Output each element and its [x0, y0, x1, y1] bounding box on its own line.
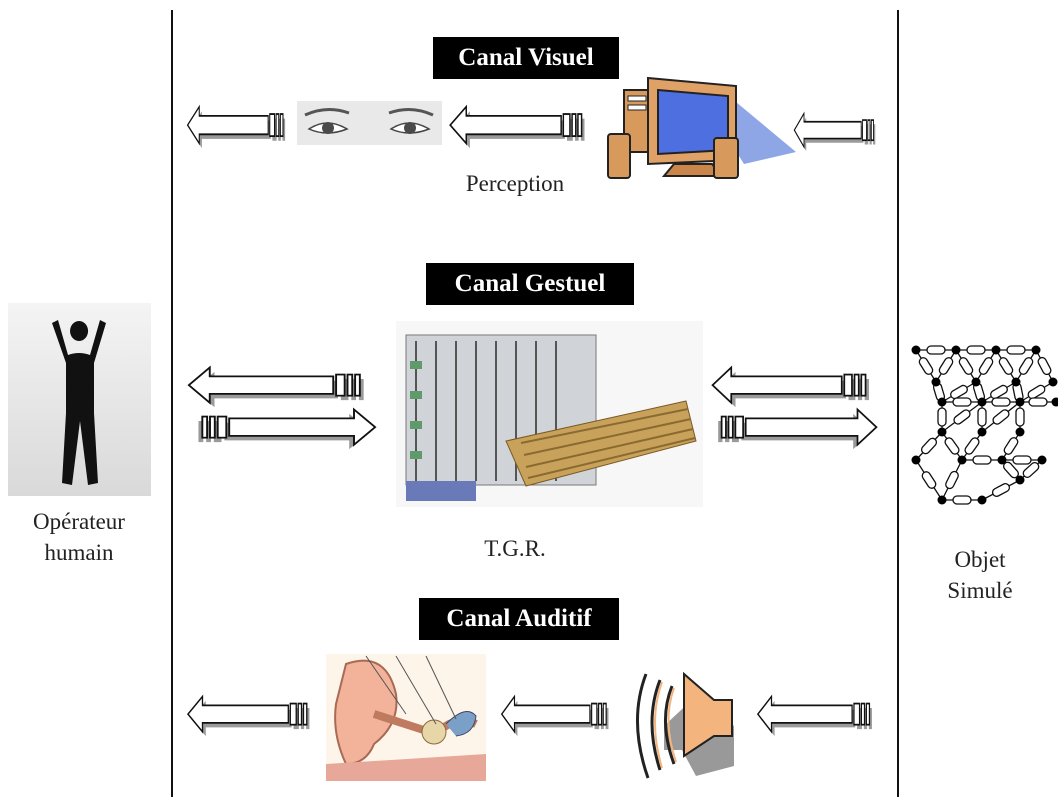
- spring-element: [926, 345, 946, 355]
- spring-element: [1015, 407, 1025, 427]
- spring-element: [1027, 384, 1046, 400]
- arrow-left-icon: [710, 364, 880, 408]
- spring-element: [937, 407, 947, 427]
- mass-node: [997, 455, 1007, 465]
- spring-element: [938, 357, 954, 375]
- operator-label-line2: humain: [44, 540, 114, 565]
- arrow-left-icon: [756, 693, 880, 737]
- mass-node: [1051, 397, 1058, 407]
- mass-node: [931, 377, 941, 387]
- operator-label-line1: Opérateur: [33, 509, 125, 534]
- mass-node: [1015, 427, 1025, 437]
- mass-node: [957, 455, 967, 465]
- channel-title-gestural: Canal Gestuel: [426, 263, 634, 305]
- spring-element: [991, 397, 1011, 407]
- mass-node: [1015, 475, 1025, 485]
- ear-anatomy-icon: [326, 654, 486, 781]
- mass-node: [991, 345, 1001, 355]
- tgr-label: T.G.R.: [484, 536, 546, 561]
- speaker-icon: [624, 666, 744, 784]
- perception-label: Perception: [465, 171, 565, 196]
- spring-element: [991, 483, 1011, 497]
- arrow-left-icon: [793, 110, 881, 152]
- arrow-left-icon: [186, 364, 376, 408]
- spring-element: [944, 437, 960, 455]
- spring-element: [1003, 437, 1019, 455]
- mass-node: [937, 397, 947, 407]
- spring-element: [992, 409, 1010, 425]
- spring-element: [998, 357, 1014, 375]
- spring-element: [950, 384, 968, 400]
- spring-element: [952, 397, 972, 407]
- spring-element: [966, 345, 986, 355]
- spring-element: [952, 495, 972, 505]
- spring-element: [978, 357, 994, 375]
- spring-element: [1006, 345, 1026, 355]
- mass-node: [977, 397, 987, 407]
- mass-node: [911, 455, 921, 465]
- object-label-line1: Objet: [954, 547, 1006, 572]
- mass-node: [937, 495, 947, 505]
- mass-node: [937, 427, 947, 437]
- spring-element: [964, 437, 980, 455]
- mass-node: [977, 495, 987, 505]
- computer-icon: [604, 72, 804, 187]
- arrow-left-icon: [500, 693, 616, 737]
- mass-node: [1011, 377, 1021, 387]
- mass-node: [911, 345, 921, 355]
- operator-label: Opérateur humain: [14, 506, 144, 568]
- human-silhouette-icon: [8, 303, 151, 496]
- spring-element: [972, 455, 992, 465]
- mass-node: [1031, 345, 1041, 355]
- arrow-left-icon: [186, 693, 318, 737]
- arrow-right-icon: [186, 406, 378, 450]
- spring-element: [920, 437, 938, 455]
- mass-node: [1037, 455, 1047, 465]
- spring-element: [977, 407, 987, 427]
- eyes-icon: [297, 101, 442, 145]
- object-label: Objet Simulé: [930, 544, 1030, 606]
- spring-element: [958, 357, 974, 375]
- arrow-left-icon: [448, 103, 594, 149]
- channel-title-auditory: Canal Auditif: [419, 598, 619, 640]
- spring-element: [945, 470, 959, 490]
- haptic-device-icon: [396, 321, 703, 507]
- spring-element: [1037, 356, 1052, 376]
- spring-element: [990, 384, 1008, 400]
- mass-node: [1015, 397, 1025, 407]
- mass-node: [971, 377, 981, 387]
- object-label-line2: Simulé: [947, 578, 1013, 603]
- spring-element: [953, 409, 971, 425]
- mass-node: [1048, 377, 1058, 387]
- mass-node: [951, 345, 961, 355]
- arrow-right-icon: [707, 406, 879, 450]
- spring-element: [1028, 397, 1048, 407]
- mass-spring-network-icon: [908, 340, 1058, 512]
- arrow-left-icon: [186, 103, 292, 149]
- spring-element: [921, 471, 937, 489]
- channel-title-visual: Canal Visuel: [433, 37, 619, 79]
- right-divider: [897, 10, 899, 797]
- spring-element: [918, 357, 934, 375]
- spring-element: [1012, 455, 1032, 465]
- spring-element: [1018, 357, 1034, 375]
- left-divider: [171, 10, 173, 797]
- mass-node: [977, 427, 987, 437]
- spring-element: [1022, 461, 1040, 479]
